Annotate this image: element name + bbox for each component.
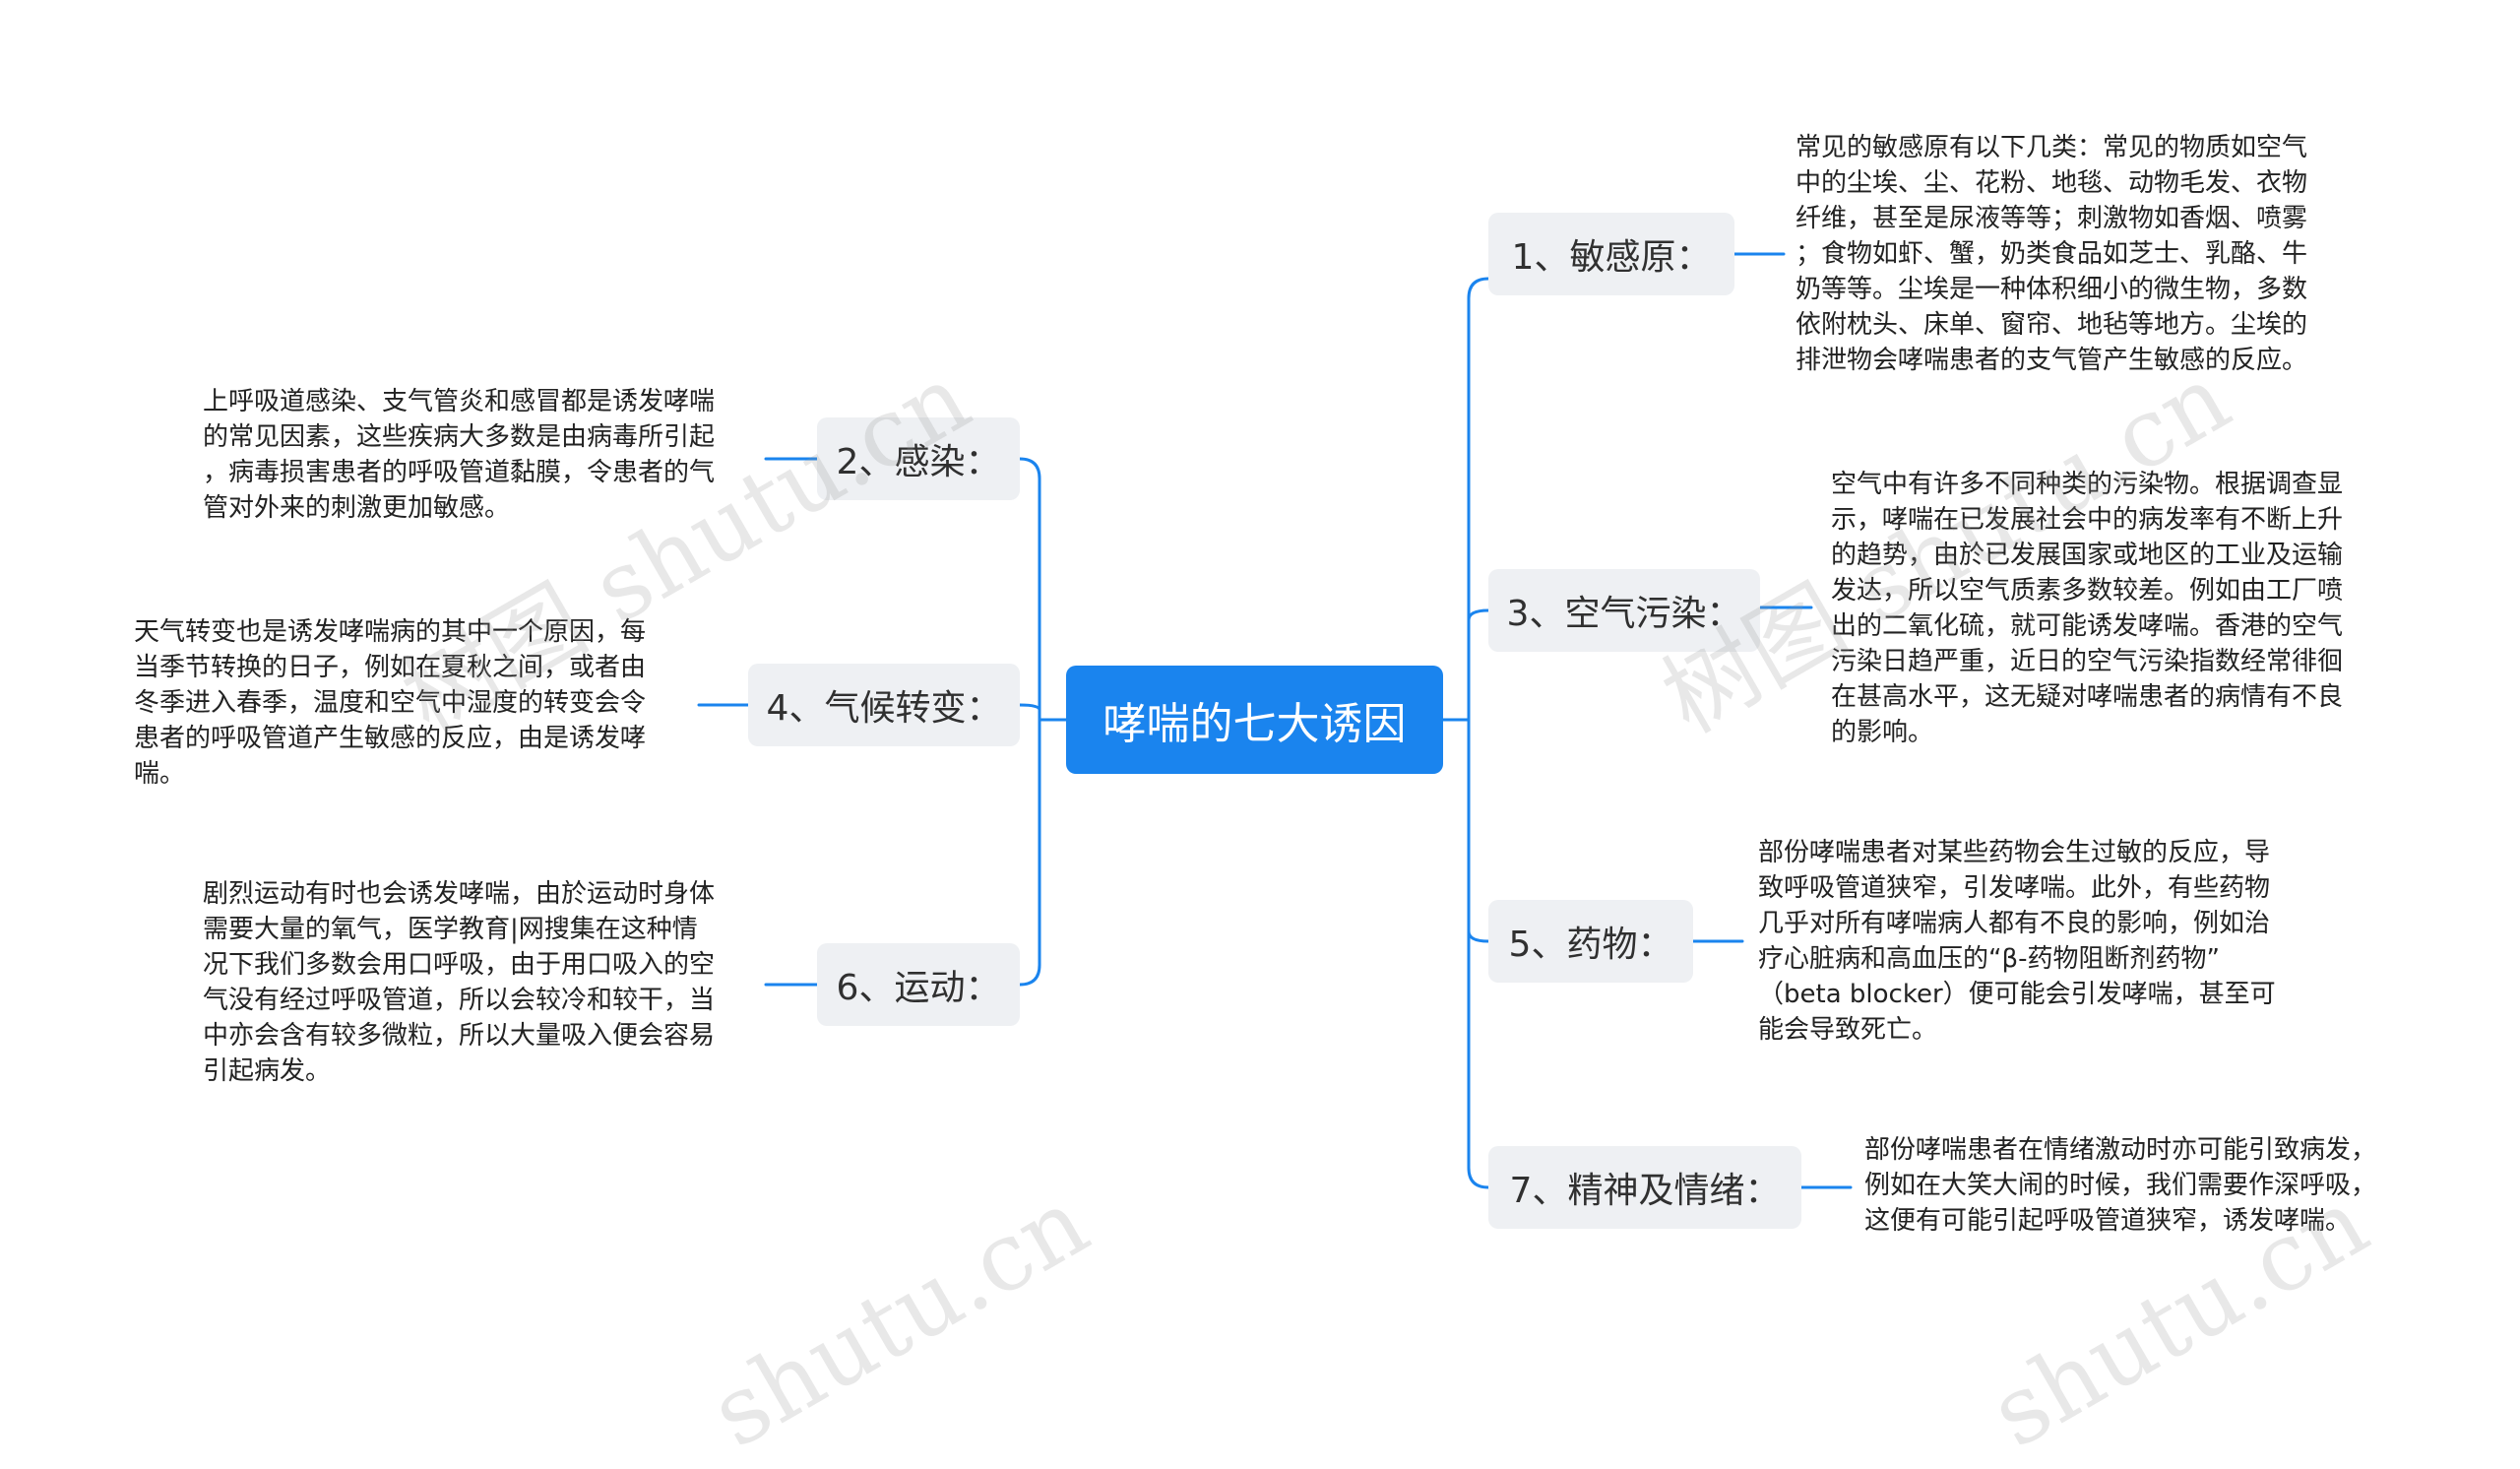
branch-medication[interactable]: 5、药物： xyxy=(1488,900,1693,983)
note-exercise: 剧烈运动有时也会诱发哮喘，由於运动时身体 需要大量的氧气，医学教育|网搜集在这种… xyxy=(203,876,715,1089)
note-climate-change: 天气转变也是诱发哮喘病的其中一个原因，每 当季节转换的日子，例如在夏秋之间，或者… xyxy=(134,614,646,792)
note-line: 气没有经过呼吸管道，所以会较冷和较干，当 xyxy=(203,986,716,1015)
connector-to-b3 xyxy=(1467,608,1490,622)
note-line: 部份哮喘患者对某些药物会生过敏的反应，导 xyxy=(1758,838,2271,867)
note-line: 致呼吸管道狭窄，引发哮喘。此外，有些药物 xyxy=(1758,873,2271,903)
note-line: 管对外来的刺激更加敏感。 xyxy=(203,493,511,523)
branch-air-pollution[interactable]: 3、空气污染： xyxy=(1488,569,1760,652)
branch-exercise[interactable]: 6、运动： xyxy=(817,943,1020,1026)
note-line: 空气中有许多不同种类的污染物。根据调查显 xyxy=(1831,470,2344,499)
branch-air-pollution-label: 3、空气污染： xyxy=(1506,594,1742,634)
note-emotion: 部份哮喘患者在情绪激动时亦可能引致病发， 例如在大笑大闹的时候，我们需要作深呼吸… xyxy=(1864,1132,2376,1239)
note-line: （beta blocker）便可能会引发哮喘，甚至可 xyxy=(1758,980,2276,1009)
branch-allergen[interactable]: 1、敏感原： xyxy=(1488,213,1734,295)
note-line: 排泄物会哮喘患者的支气管产生敏感的反应。 xyxy=(1796,346,2308,375)
note-line: 的影响。 xyxy=(1831,718,1934,747)
note-line: 能会导致死亡。 xyxy=(1758,1015,1938,1045)
mind-map-canvas: 哮喘的七大诱因 1、敏感原： 3、空气污染： 5、药物： 7、精神及情绪： 2、… xyxy=(134,130,2385,1469)
note-infection: 上呼吸道感染、支气管炎和感冒都是诱发哮喘 的常见因素，这些疾病大多数是由病毒所引… xyxy=(203,384,715,526)
note-line: 冬季进入春季，温度和空气中湿度的转变会令 xyxy=(134,688,647,718)
note-line: 在甚高水平，这无疑对哮喘患者的病情有不良 xyxy=(1831,682,2344,712)
branch-infection-label: 2、感染： xyxy=(836,442,1001,482)
note-line: 示，哮喘在已发展社会中的病发率有不断上升 xyxy=(1831,505,2344,535)
note-line: 疗心脏病和高血压的“β-药物阻断剂药物” xyxy=(1758,944,2220,974)
note-line: 出的二氧化硫，就可能诱发哮喘。香港的空气 xyxy=(1831,611,2344,641)
note-line: 患者的呼吸管道产生敏感的反应，由是诱发哮 xyxy=(134,724,647,753)
note-line: 中亦会含有较多微粒，所以大量吸入便会容易 xyxy=(203,1021,716,1051)
note-line: 剧烈运动有时也会诱发哮喘，由於运动时身体 xyxy=(203,879,716,909)
note-line: 奶等等。尘埃是一种体积细小的微生物，多数 xyxy=(1796,275,2308,304)
branch-emotion[interactable]: 7、精神及情绪： xyxy=(1488,1146,1801,1229)
branch-allergen-label: 1、敏感原： xyxy=(1511,237,1712,278)
connector-to-b4 xyxy=(1018,703,1041,712)
note-line: 污染日趋严重，近日的空气污染指数经常徘徊 xyxy=(1831,647,2344,676)
branch-exercise-label: 6、运动： xyxy=(836,968,1001,1008)
note-air-pollution: 空气中有许多不同种类的污染物。根据调查显 示，哮喘在已发展社会中的病发率有不断上… xyxy=(1831,467,2343,750)
note-line: 引起病发。 xyxy=(203,1056,332,1086)
note-line: 的趋势，由於已发展国家或地区的工业及运输 xyxy=(1831,541,2344,570)
branch-climate-change-label: 4、气候转变： xyxy=(766,688,1002,729)
branch-emotion-label: 7、精神及情绪： xyxy=(1509,1171,1781,1211)
note-line: 天气转变也是诱发哮喘病的其中一个原因，每 xyxy=(134,617,647,647)
note-line: 常见的敏感原有以下几类：常见的物质如空气 xyxy=(1796,133,2308,162)
note-line: 例如在大笑大闹的时候，我们需要作深呼吸， xyxy=(1864,1171,2377,1200)
note-line: 依附枕头、床单、窗帘、地毡等地方。尘埃的 xyxy=(1796,310,2308,340)
note-line: 况下我们多数会用口呼吸，由于用口吸入的空 xyxy=(203,950,716,980)
central-topic-label: 哮喘的七大诱因 xyxy=(1102,699,1407,749)
note-medication: 部份哮喘患者对某些药物会生过敏的反应，导 致呼吸管道狭窄，引发哮喘。此外，有些药… xyxy=(1758,835,2276,1048)
connector-left-spine xyxy=(1018,457,1041,987)
connector-lines xyxy=(697,252,1853,1189)
connector-to-b5 xyxy=(1467,929,1490,943)
note-line: 这便有可能引起呼吸管道狭窄，诱发哮喘。 xyxy=(1864,1206,2352,1236)
note-line: ，病毒损害患者的呼吸管道黏膜，令患者的气 xyxy=(203,458,716,487)
branch-medication-label: 5、药物： xyxy=(1508,925,1673,965)
note-line: 上呼吸道感染、支气管炎和感冒都是诱发哮喘 xyxy=(203,387,716,416)
note-line: 喘。 xyxy=(134,759,186,789)
note-line: 发达，所以空气质素多数较差。例如由工厂喷 xyxy=(1831,576,2344,606)
note-line: 需要大量的氧气，医学教育|网搜集在这种情 xyxy=(203,915,698,944)
note-line: 中的尘埃、尘、花粉、地毯、动物毛发、衣物 xyxy=(1796,168,2308,198)
central-topic[interactable]: 哮喘的七大诱因 xyxy=(1066,666,1443,774)
note-line: 的常见因素，这些疾病大多数是由病毒所引起 xyxy=(203,422,716,452)
branch-infection[interactable]: 2、感染： xyxy=(817,417,1020,500)
branch-climate-change[interactable]: 4、气候转变： xyxy=(748,664,1020,746)
note-allergen: 常见的敏感原有以下几类：常见的物质如空气 中的尘埃、尘、花粉、地毯、动物毛发、衣… xyxy=(1796,130,2307,378)
note-line: 当季节转换的日子，例如在夏秋之间，或者由 xyxy=(134,653,647,682)
note-line: ；食物如虾、蟹，奶类食品如芝士、乳酪、牛 xyxy=(1796,239,2308,269)
connector-right-spine xyxy=(1467,277,1490,1189)
note-line: 纤维，甚至是尿液等等；刺激物如香烟、喷雾 xyxy=(1796,204,2308,233)
note-line: 几乎对所有哮喘病人都有不良的影响，例如治 xyxy=(1758,909,2271,938)
note-line: 部份哮喘患者在情绪激动时亦可能引致病发， xyxy=(1864,1135,2377,1165)
